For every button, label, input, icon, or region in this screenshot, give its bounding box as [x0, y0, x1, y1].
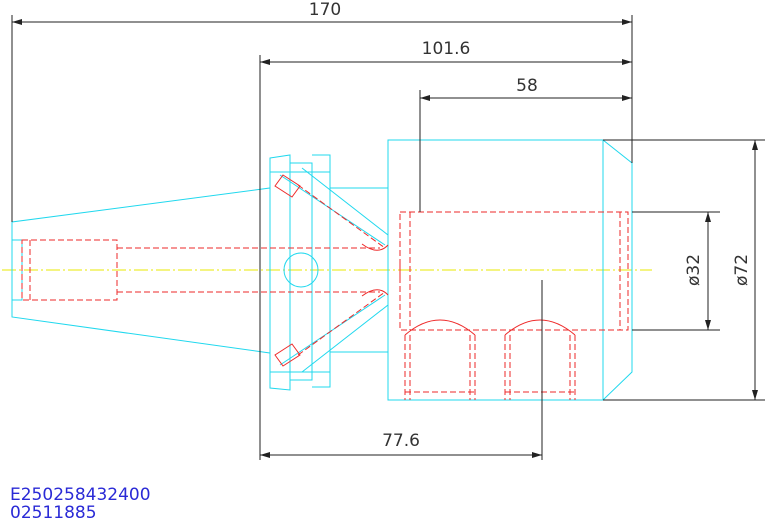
dim-bore-depth: 58 — [516, 76, 538, 96]
dim-outer-diameter: ø72 — [732, 254, 752, 286]
part-code-line1: E250258432400 — [10, 485, 151, 505]
tool-outline — [11, 139, 633, 401]
hidden-features — [21, 174, 629, 400]
dim-flange-to-end: 101.6 — [422, 39, 471, 59]
part-code-line2: 02511885 — [10, 503, 97, 523]
dim-hole-position: 77.6 — [382, 431, 420, 451]
dimension-lines — [11, 15, 765, 460]
dim-bore-diameter: ø32 — [684, 254, 704, 286]
dim-overall-length: 170 — [309, 0, 341, 20]
